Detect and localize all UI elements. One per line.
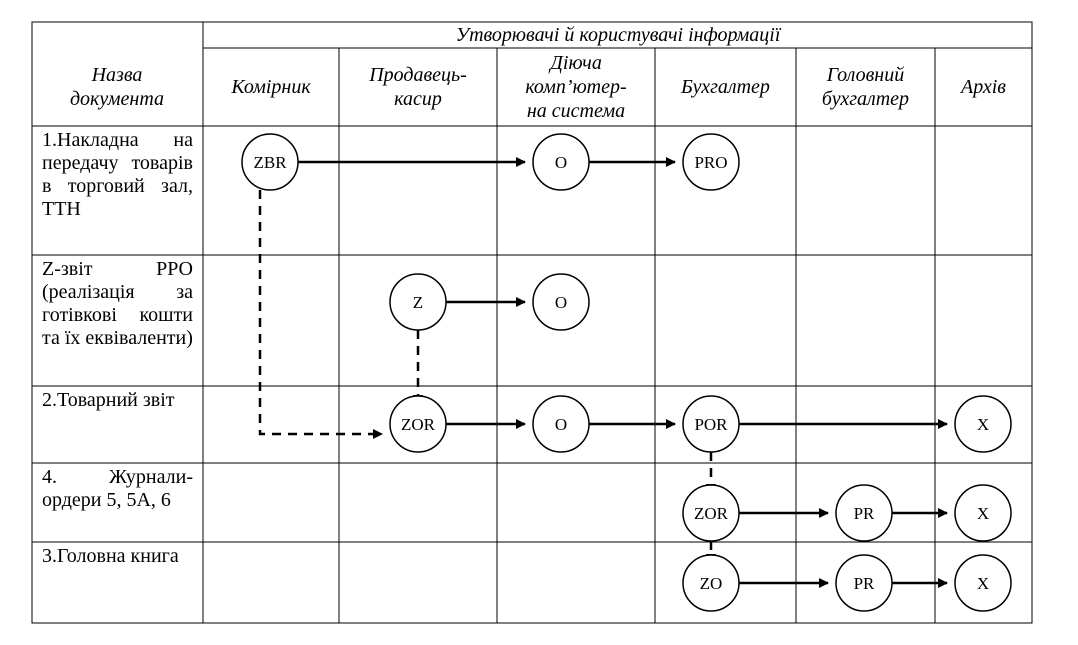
role-header: Діюча комп’ютер- на система [525, 52, 627, 122]
role-header: Архів [961, 76, 1006, 98]
flow-node: X [954, 395, 1012, 453]
flow-node: ZO [682, 554, 740, 612]
node-label: PRO [694, 153, 727, 172]
table-grid [31, 21, 1033, 624]
document-name: 1.Накладна на передачу товарів в торгови… [42, 129, 193, 220]
document-name: 3.Головна книга [42, 545, 179, 567]
flow-node: POR [682, 395, 740, 453]
node-circle [241, 133, 299, 191]
flow-node: X [954, 554, 1012, 612]
flow-node: PRO [682, 133, 740, 191]
node-circle [954, 484, 1012, 542]
node-circle [532, 133, 590, 191]
flow-arrows [258, 157, 948, 588]
document-name: Z-звіт РРО (реалізація за готівкові кошт… [42, 258, 193, 349]
flow-node: X [954, 484, 1012, 542]
node-circle [682, 133, 740, 191]
flow-node: O [532, 273, 590, 331]
node-label: POR [694, 415, 728, 434]
node-circle [682, 554, 740, 612]
node-circle [954, 395, 1012, 453]
flow-node: Z [389, 273, 447, 331]
node-label: ZBR [253, 153, 287, 172]
node-label: PR [854, 574, 875, 593]
document-name: 2.Товарний звіт [42, 389, 175, 411]
node-circle [532, 395, 590, 453]
node-label: O [555, 415, 567, 434]
node-circle [682, 395, 740, 453]
node-label: ZO [700, 574, 723, 593]
flow-node: O [532, 133, 590, 191]
flow-node: ZOR [682, 484, 740, 542]
flow-node: PR [835, 484, 893, 542]
flow-node: ZOR [389, 395, 447, 453]
node-circle [954, 554, 1012, 612]
node-label: ZOR [401, 415, 436, 434]
flow-node: ZBR [241, 133, 299, 191]
node-label: O [555, 153, 567, 172]
header-group-title: Утворювачі й користувачі інформації [455, 24, 781, 46]
node-circle [835, 554, 893, 612]
node-circle [682, 484, 740, 542]
node-circle [835, 484, 893, 542]
node-label: ZOR [694, 504, 729, 523]
role-header: Бухгалтер [681, 76, 770, 98]
flow-node: PR [835, 554, 893, 612]
node-label: X [977, 574, 989, 593]
dashed-arrow [258, 190, 383, 439]
flow-node: O [532, 395, 590, 453]
table-border [31, 21, 1033, 624]
node-label: Z [413, 293, 423, 312]
node-circle [532, 273, 590, 331]
role-header: Головний бухгалтер [821, 64, 910, 110]
node-circle [389, 273, 447, 331]
node-label: O [555, 293, 567, 312]
node-label: PR [854, 504, 875, 523]
node-label: X [977, 415, 989, 434]
role-header: Продавець- касир [369, 64, 467, 110]
node-circle [389, 395, 447, 453]
document-name: 4. Журнали-ордери 5, 5А, 6 [42, 466, 193, 511]
node-label: X [977, 504, 989, 523]
header-document-name: Назва документа [69, 64, 165, 110]
role-header: Комірник [231, 76, 311, 98]
